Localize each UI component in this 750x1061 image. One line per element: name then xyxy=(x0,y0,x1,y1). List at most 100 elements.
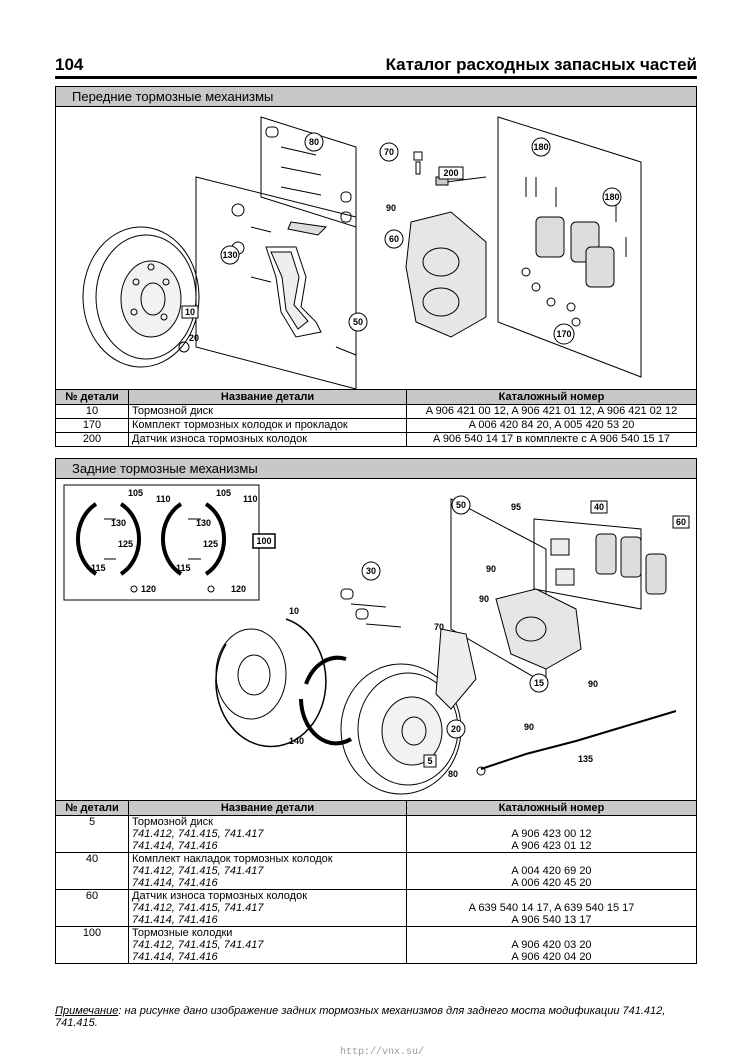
rear-callout-130b: 130 xyxy=(196,518,211,528)
catalog-number: A 906 423 01 12 xyxy=(511,840,592,852)
rear-brakes-section: Задние тормозные механизмы xyxy=(55,458,697,801)
front-callout-90: 90 xyxy=(386,203,396,213)
part-name-cell: Комплект накладок тормозных колодок 741.… xyxy=(128,852,407,890)
rear-col-name: Название детали xyxy=(128,800,407,816)
catalog-number: A 906 540 13 17 xyxy=(511,914,592,926)
part-name: Тормозные колодки xyxy=(132,927,233,939)
catalog-number: A 906 420 03 20 xyxy=(511,939,592,951)
rear-callout-70: 70 xyxy=(434,622,444,632)
part-name: Комплект тормозных колодок и прокладок xyxy=(128,418,407,433)
rear-caliper-drawing xyxy=(340,588,582,710)
rear-callout-105b: 105 xyxy=(216,488,231,498)
front-guide-panel xyxy=(260,116,357,228)
front-table-header-row: № детали Название детали Каталожный номе… xyxy=(55,389,697,405)
front-parts-table: № детали Название детали Каталожный номе… xyxy=(55,389,697,447)
rear-parts-table: № детали Название детали Каталожный номе… xyxy=(55,800,697,964)
rear-callout-60: 60 xyxy=(676,517,686,527)
part-number: 40 xyxy=(55,852,129,890)
front-col-name: Название детали xyxy=(128,389,407,405)
part-number: 200 xyxy=(55,432,129,447)
rear-pads-drawing xyxy=(550,533,667,595)
front-callout-60: 60 xyxy=(389,234,399,244)
front-callout-130: 130 xyxy=(222,250,237,260)
part-variant: 741.412, 741.415, 741.417 xyxy=(132,828,264,840)
rear-table-header-row: № детали Название детали Каталожный номе… xyxy=(55,800,697,816)
footnote-label: Примечание xyxy=(55,1005,119,1017)
part-name: Тормозной диск xyxy=(128,404,407,419)
part-name: Тормозной диск xyxy=(132,816,213,828)
catalog-cell: A 639 540 14 17, A 639 540 15 17 A 906 5… xyxy=(406,889,697,927)
rear-callout-30: 30 xyxy=(366,566,376,576)
front-caliper-drawing xyxy=(405,151,487,338)
part-number: 60 xyxy=(55,889,129,927)
rear-callout-90a: 90 xyxy=(486,564,496,574)
front-col-num: № детали xyxy=(55,389,129,405)
catalog-cell: A 906 420 03 20 A 906 420 04 20 xyxy=(406,926,697,964)
rear-cable-drawing xyxy=(476,710,677,776)
part-number: 170 xyxy=(55,418,129,433)
front-section-title-text: Передние тормозные механизмы xyxy=(72,89,274,104)
rear-section-title: Задние тормозные механизмы xyxy=(56,459,696,479)
rear-pads-panel xyxy=(533,518,642,610)
part-name-cell: Датчик износа тормозных колодок 741.412,… xyxy=(128,889,407,927)
part-number: 10 xyxy=(55,404,129,419)
part-number: 100 xyxy=(55,926,129,964)
rear-col-catalog: Каталожный номер xyxy=(406,800,697,816)
footnote: Примечание: на рисунке дано изображение … xyxy=(55,1005,700,1029)
table-row: 10 Тормозной диск A 906 421 00 12, A 906… xyxy=(55,404,697,419)
part-variant: 741.414, 741.416 xyxy=(132,877,218,889)
front-brakes-diagram: 80 70 200 180 180 90 60 130 10 20 50 xyxy=(56,107,696,389)
catalog-number: A 906 540 14 17 в комплекте с A 906 540 … xyxy=(406,432,697,447)
front-callout-10: 10 xyxy=(185,307,195,317)
front-callout-180a: 180 xyxy=(533,142,548,152)
catalog-number: A 006 420 45 20 xyxy=(511,877,592,889)
front-callout-20: 20 xyxy=(189,333,199,343)
rear-callout-90b: 90 xyxy=(479,594,489,604)
front-pads-panel xyxy=(497,116,642,378)
rear-callout-50: 50 xyxy=(456,500,466,510)
front-carrier-panel xyxy=(195,176,357,389)
footnote-text: : на рисунке дано изображение задних тор… xyxy=(55,1005,666,1029)
rear-callout-20: 20 xyxy=(451,724,461,734)
table-row: 60 Датчик износа тормозных колодок 741.4… xyxy=(55,889,697,927)
front-callout-50: 50 xyxy=(353,317,363,327)
part-variant: 741.412, 741.415, 741.417 xyxy=(132,939,264,951)
front-callout-80: 80 xyxy=(309,137,319,147)
table-row: 40 Комплект накладок тормозных колодок 7… xyxy=(55,852,697,890)
rear-callout-110a: 110 xyxy=(156,494,171,504)
rear-callout-5: 5 xyxy=(427,756,432,766)
part-variant: 741.414, 741.416 xyxy=(132,951,218,963)
part-name: Датчик износа тормозных колодок xyxy=(132,890,308,902)
part-variant: 741.414, 741.416 xyxy=(132,914,218,926)
rear-callout-120a: 120 xyxy=(141,584,156,594)
front-callout-180b: 180 xyxy=(604,192,619,202)
rear-backing-plate-drawing xyxy=(215,618,327,748)
catalog-cell: A 004 420 69 20 A 006 420 45 20 xyxy=(406,852,697,890)
catalog-number: A 906 423 00 12 xyxy=(511,828,592,840)
table-row: 5 Тормозной диск 741.412, 741.415, 741.4… xyxy=(55,815,697,853)
front-col-catalog: Каталожный номер xyxy=(406,389,697,405)
rear-shoes-drawing xyxy=(76,502,226,593)
rear-callout-15: 15 xyxy=(534,678,544,688)
catalog-cell: A 906 423 00 12 A 906 423 01 12 xyxy=(406,815,697,853)
rear-callout-140: 140 xyxy=(289,736,304,746)
part-name-cell: Тормозной диск 741.412, 741.415, 741.417… xyxy=(128,815,407,853)
front-callout-70: 70 xyxy=(384,147,394,157)
rear-callout-110b: 110 xyxy=(243,494,258,504)
rear-callout-125b: 125 xyxy=(203,539,218,549)
rear-callout-40: 40 xyxy=(594,502,604,512)
page-number: 104 xyxy=(55,55,84,74)
page-header: 104 Каталог расходных запасных частей xyxy=(55,55,697,79)
front-carrier-drawing xyxy=(231,203,357,356)
part-name: Датчик износа тормозных колодок xyxy=(128,432,407,447)
catalog-number: A 004 420 69 20 xyxy=(511,865,592,877)
rear-callout-95: 95 xyxy=(511,502,521,512)
part-number: 5 xyxy=(55,815,129,853)
front-pads-drawing xyxy=(521,177,627,327)
front-pins-drawing xyxy=(265,126,352,236)
rear-callout-125a: 125 xyxy=(118,539,133,549)
part-name-cell: Тормозные колодки 741.412, 741.415, 741.… xyxy=(128,926,407,964)
rear-callout-90d: 90 xyxy=(524,722,534,732)
rear-callout-80: 80 xyxy=(448,769,458,779)
rear-callout-90c: 90 xyxy=(588,679,598,689)
